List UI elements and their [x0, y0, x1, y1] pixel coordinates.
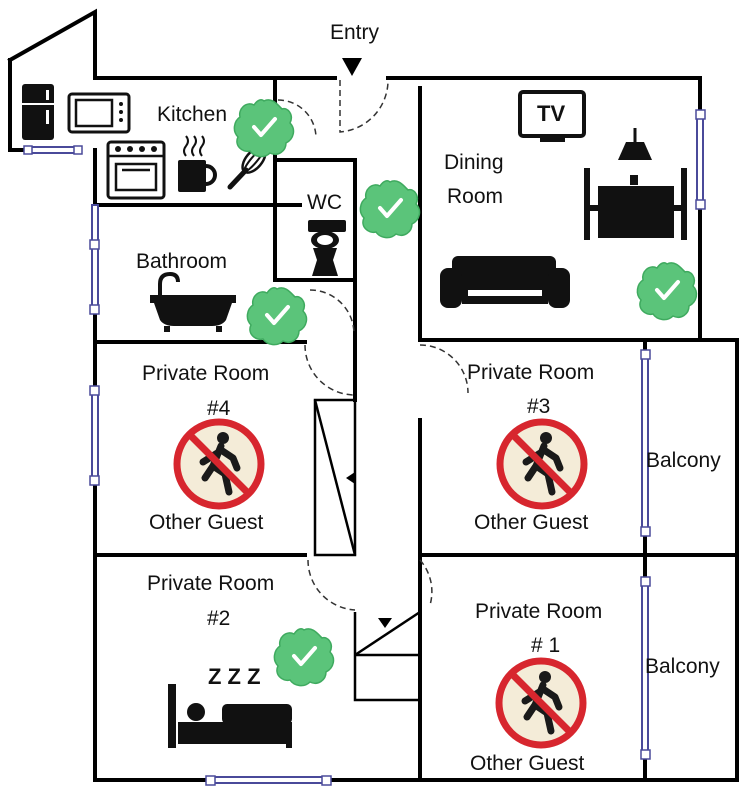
check-badge-icon [635, 260, 699, 322]
room4-other-guest: Other Guest [149, 511, 264, 534]
sofa-icon [440, 256, 570, 308]
room4-number: #4 [207, 397, 231, 420]
stair-arrow-icon [346, 472, 355, 484]
oven-icon [106, 140, 166, 200]
room4-title: Private Room [142, 362, 270, 385]
bathroom-label: Bathroom [136, 250, 228, 273]
room1-other-guest: Other Guest [470, 752, 585, 775]
room3-number: #3 [527, 395, 551, 418]
tv-label: TV [537, 101, 566, 126]
tv-icon [518, 90, 586, 142]
no-entry-icon [500, 422, 584, 506]
windows [23, 109, 706, 786]
no-entry-icon [499, 661, 583, 745]
entry-arrow-icon [342, 58, 362, 76]
check-badge-icon [272, 626, 336, 688]
check-badge-icon [232, 97, 296, 159]
room3-title: Private Room [467, 361, 595, 384]
room2-number: #2 [207, 607, 231, 630]
fridge-icon [22, 84, 54, 140]
mug-icon [178, 135, 217, 192]
dining-room-label-line2: Room [447, 185, 504, 208]
room3-other-guest: Other Guest [474, 511, 589, 534]
dining-room-label-line1: Dining [444, 151, 504, 174]
dining-table-icon [584, 128, 687, 240]
toilet-icon [308, 220, 346, 276]
stair-arrow-icon [378, 618, 392, 628]
bed-icon [168, 684, 292, 748]
room2-title: Private Room [147, 572, 275, 595]
balcony-lower-label: Balcony [645, 655, 720, 678]
sleep-z-label: Z Z Z [208, 664, 261, 689]
kitchen-label: Kitchen [157, 103, 228, 126]
wc-label: WC [307, 191, 342, 214]
entry-label: Entry [330, 21, 380, 44]
bathtub-icon [150, 271, 236, 332]
room1-title: Private Room [475, 600, 603, 623]
check-badge-icon [358, 178, 422, 240]
doors [277, 80, 469, 611]
check-badge-icon [245, 285, 309, 347]
microwave-icon [67, 92, 131, 134]
no-entry-icon [177, 422, 261, 506]
room1-number: # 1 [531, 634, 561, 657]
balcony-upper-label: Balcony [646, 449, 721, 472]
